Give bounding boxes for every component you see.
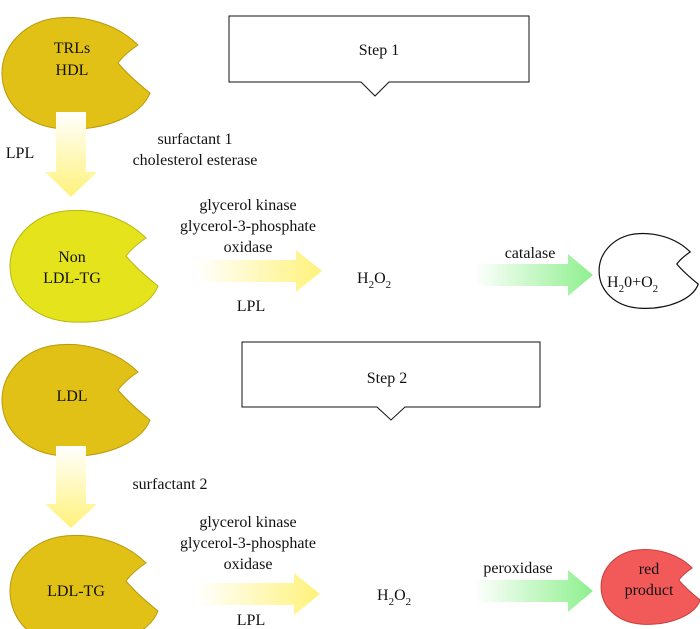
cholesterol-esterase-label: cholesterol esterase <box>133 152 258 169</box>
step1-title: Step 1 <box>359 42 399 59</box>
ldl-tg-label-1: LDL-TG <box>43 270 101 287</box>
oxidase-label-1: oxidase <box>224 239 273 256</box>
ldl-label: LDL <box>56 388 87 405</box>
arrow-right-green-step2 <box>474 570 593 612</box>
h2o-o2-label: H20+O2 <box>607 274 658 295</box>
g3p-label-2: glycerol-3-phosphate <box>180 535 316 552</box>
h2o2-label-2: H2O2 <box>377 587 411 608</box>
step1-callout: Step 1 <box>228 15 530 97</box>
ldl-tg-label-2: LDL-TG <box>47 583 105 600</box>
glycerol-kinase-label-1: glycerol kinase <box>199 197 296 214</box>
lpl-label-2: LPL <box>237 612 265 629</box>
arrow-down-step2 <box>45 446 97 528</box>
arrow-right-green-step1 <box>474 254 593 296</box>
step2-title: Step 2 <box>367 370 407 387</box>
h2o2-label-1: H2O2 <box>357 270 391 291</box>
non-label: Non <box>58 249 86 266</box>
step2-callout: Step 2 <box>241 341 541 421</box>
oxidase-label-2: oxidase <box>224 556 273 573</box>
peroxidase-label: peroxidase <box>483 560 552 577</box>
lpl-label-1: LPL <box>237 298 265 315</box>
arrow-right-yellow-step1 <box>196 250 322 292</box>
water-oxygen-node <box>598 232 699 309</box>
catalase-label: catalase <box>505 245 556 262</box>
non-ldl-tg-node <box>9 209 159 323</box>
trls-label: TRLs <box>54 40 90 57</box>
arrow-down-step1 <box>45 112 97 197</box>
red-label: red <box>639 561 659 578</box>
hdl-label: HDL <box>56 62 89 79</box>
arrow-right-yellow-step2 <box>196 573 320 615</box>
surfactant1-label: surfactant 1 <box>157 131 232 148</box>
glycerol-kinase-label-2: glycerol kinase <box>199 514 296 531</box>
lpl-side-label: LPL <box>6 145 34 162</box>
product-label: product <box>625 582 674 599</box>
surfactant2-label: surfactant 2 <box>132 476 207 493</box>
g3p-label-1: glycerol-3-phosphate <box>180 218 316 235</box>
